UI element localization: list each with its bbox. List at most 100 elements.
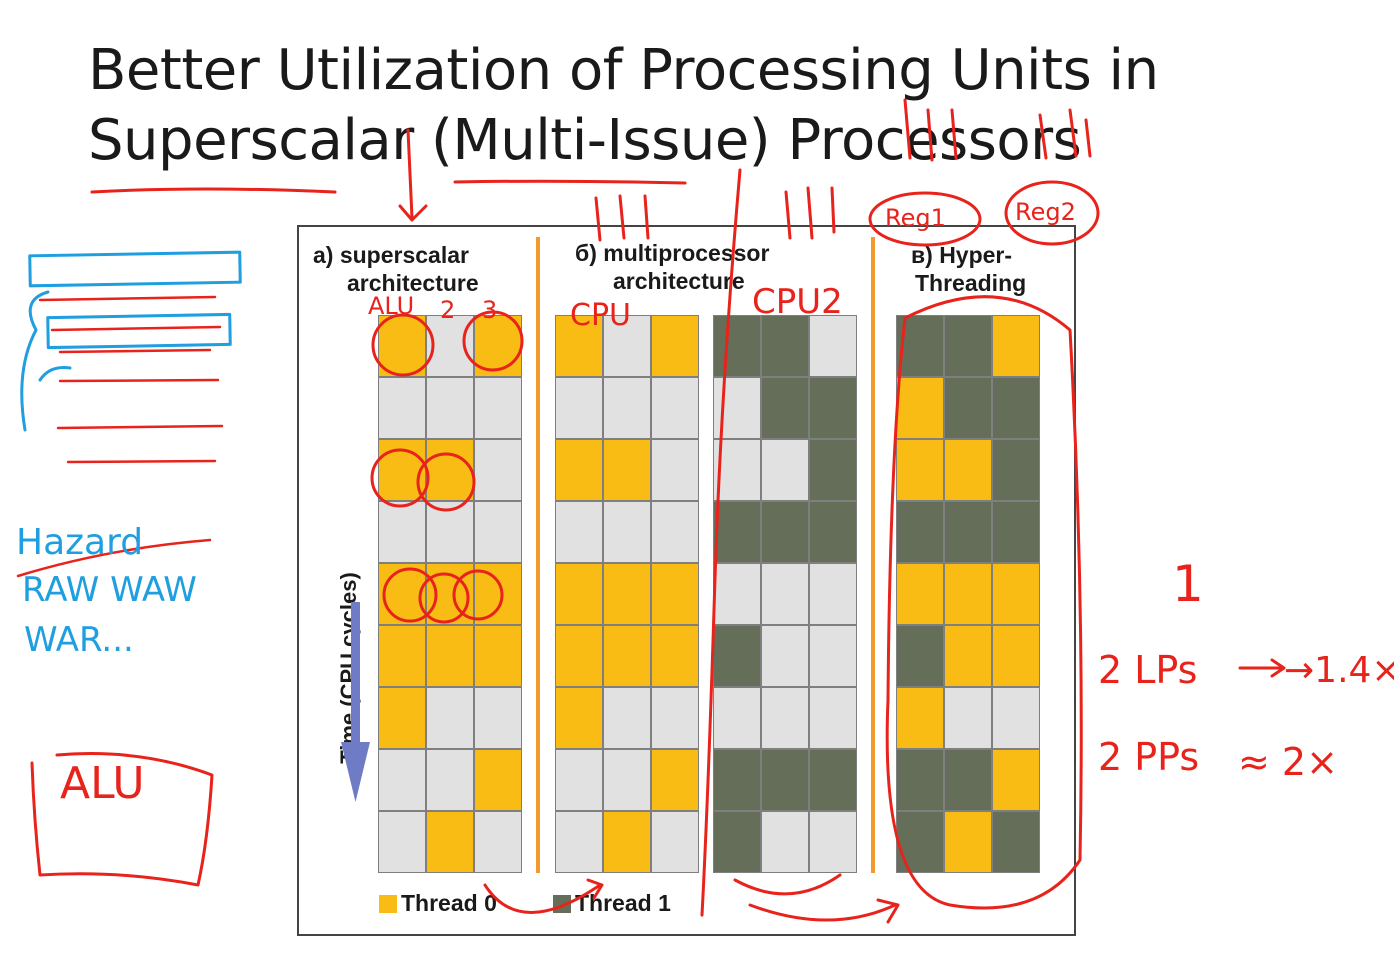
panel-label-superscalar: a) superscalar architecture xyxy=(313,242,479,296)
cell-thread-0 xyxy=(556,564,602,624)
cell-thread-1 xyxy=(945,378,991,438)
annotation-alu-box: ALU xyxy=(60,758,145,809)
cell-idle xyxy=(714,564,760,624)
legend-item-thread-0: Thread 0 xyxy=(379,890,497,917)
cell-idle xyxy=(427,688,473,748)
cell-thread-0 xyxy=(475,564,521,624)
cell-idle xyxy=(604,502,650,562)
cell-thread-0 xyxy=(945,440,991,500)
cell-thread-0 xyxy=(379,626,425,686)
cell-idle xyxy=(556,502,602,562)
superscalar-grid xyxy=(378,315,522,873)
annotation-1-4x: →1.4× xyxy=(1284,650,1394,691)
cell-idle xyxy=(762,688,808,748)
cell-thread-0 xyxy=(945,564,991,624)
cell-thread-0 xyxy=(897,378,943,438)
cell-thread-0 xyxy=(604,564,650,624)
cell-idle xyxy=(652,440,698,500)
cell-thread-0 xyxy=(475,626,521,686)
cell-idle xyxy=(945,688,991,748)
cell-thread-0 xyxy=(379,688,425,748)
annotation-reg1: Reg1 xyxy=(885,204,946,232)
cell-thread-1 xyxy=(993,812,1039,872)
cell-idle xyxy=(810,564,856,624)
cell-idle xyxy=(475,812,521,872)
cell-thread-0 xyxy=(945,812,991,872)
cell-thread-0 xyxy=(652,564,698,624)
cell-thread-1 xyxy=(810,502,856,562)
cell-thread-0 xyxy=(897,440,943,500)
cell-thread-0 xyxy=(379,316,425,376)
cell-idle xyxy=(475,688,521,748)
cell-idle xyxy=(714,378,760,438)
cell-idle xyxy=(475,440,521,500)
cell-idle xyxy=(427,316,473,376)
cell-thread-0 xyxy=(427,626,473,686)
cell-idle xyxy=(993,688,1039,748)
cell-thread-0 xyxy=(379,440,425,500)
annotation-3: 3 xyxy=(482,296,498,324)
cell-thread-1 xyxy=(993,378,1039,438)
cell-thread-0 xyxy=(604,440,650,500)
cell-thread-1 xyxy=(762,750,808,810)
cell-idle xyxy=(714,688,760,748)
cell-thread-1 xyxy=(897,750,943,810)
cell-idle xyxy=(652,502,698,562)
cell-idle xyxy=(810,316,856,376)
annotation-reg2: Reg2 xyxy=(1015,198,1076,226)
panel-separator xyxy=(536,237,540,873)
cell-idle xyxy=(556,750,602,810)
cell-thread-0 xyxy=(475,750,521,810)
annotation-2: 2 xyxy=(440,296,456,324)
cell-thread-1 xyxy=(762,502,808,562)
cell-thread-1 xyxy=(897,502,943,562)
multiprocessor-cpu1-grid xyxy=(555,315,699,873)
annotation-alu: ALU xyxy=(368,292,415,320)
annotation-2-pps: 2 PPs xyxy=(1098,735,1200,779)
cell-thread-1 xyxy=(714,502,760,562)
cell-thread-1 xyxy=(945,750,991,810)
cell-thread-0 xyxy=(897,688,943,748)
panel-label-multiprocessor: б) multiprocessor architecture xyxy=(575,240,770,294)
cell-thread-0 xyxy=(556,440,602,500)
cell-idle xyxy=(714,440,760,500)
cell-thread-0 xyxy=(427,440,473,500)
cell-idle xyxy=(475,378,521,438)
cell-thread-1 xyxy=(897,626,943,686)
cell-idle xyxy=(762,626,808,686)
cell-idle xyxy=(427,378,473,438)
cell-thread-0 xyxy=(475,316,521,376)
cell-idle xyxy=(762,812,808,872)
cell-idle xyxy=(652,812,698,872)
annotation-raw-waw: RAW WAW xyxy=(22,570,197,610)
cell-thread-1 xyxy=(897,812,943,872)
annotation-war: WAR... xyxy=(24,620,134,660)
cell-idle xyxy=(604,378,650,438)
cell-thread-1 xyxy=(762,378,808,438)
cell-idle xyxy=(556,378,602,438)
cell-thread-1 xyxy=(714,626,760,686)
cell-idle xyxy=(810,626,856,686)
cell-thread-0 xyxy=(556,688,602,748)
hyperthreading-grid xyxy=(896,315,1040,873)
cell-thread-0 xyxy=(556,626,602,686)
cell-idle xyxy=(427,502,473,562)
panel-separator xyxy=(871,237,875,873)
cell-idle xyxy=(556,812,602,872)
cell-idle xyxy=(379,502,425,562)
cell-thread-1 xyxy=(993,502,1039,562)
cell-thread-0 xyxy=(945,626,991,686)
cell-idle xyxy=(427,750,473,810)
annotation-2-lps: 2 LPs xyxy=(1098,648,1198,692)
cell-thread-0 xyxy=(652,626,698,686)
utilization-diagram: a) superscalar architecture б) multiproc… xyxy=(297,225,1076,936)
cell-idle xyxy=(810,812,856,872)
cell-thread-0 xyxy=(993,626,1039,686)
cell-thread-0 xyxy=(993,316,1039,376)
cell-thread-1 xyxy=(714,316,760,376)
cell-idle xyxy=(762,564,808,624)
cell-idle xyxy=(652,688,698,748)
legend-swatch-thread-1 xyxy=(553,894,571,913)
cell-idle xyxy=(379,378,425,438)
cell-idle xyxy=(652,378,698,438)
